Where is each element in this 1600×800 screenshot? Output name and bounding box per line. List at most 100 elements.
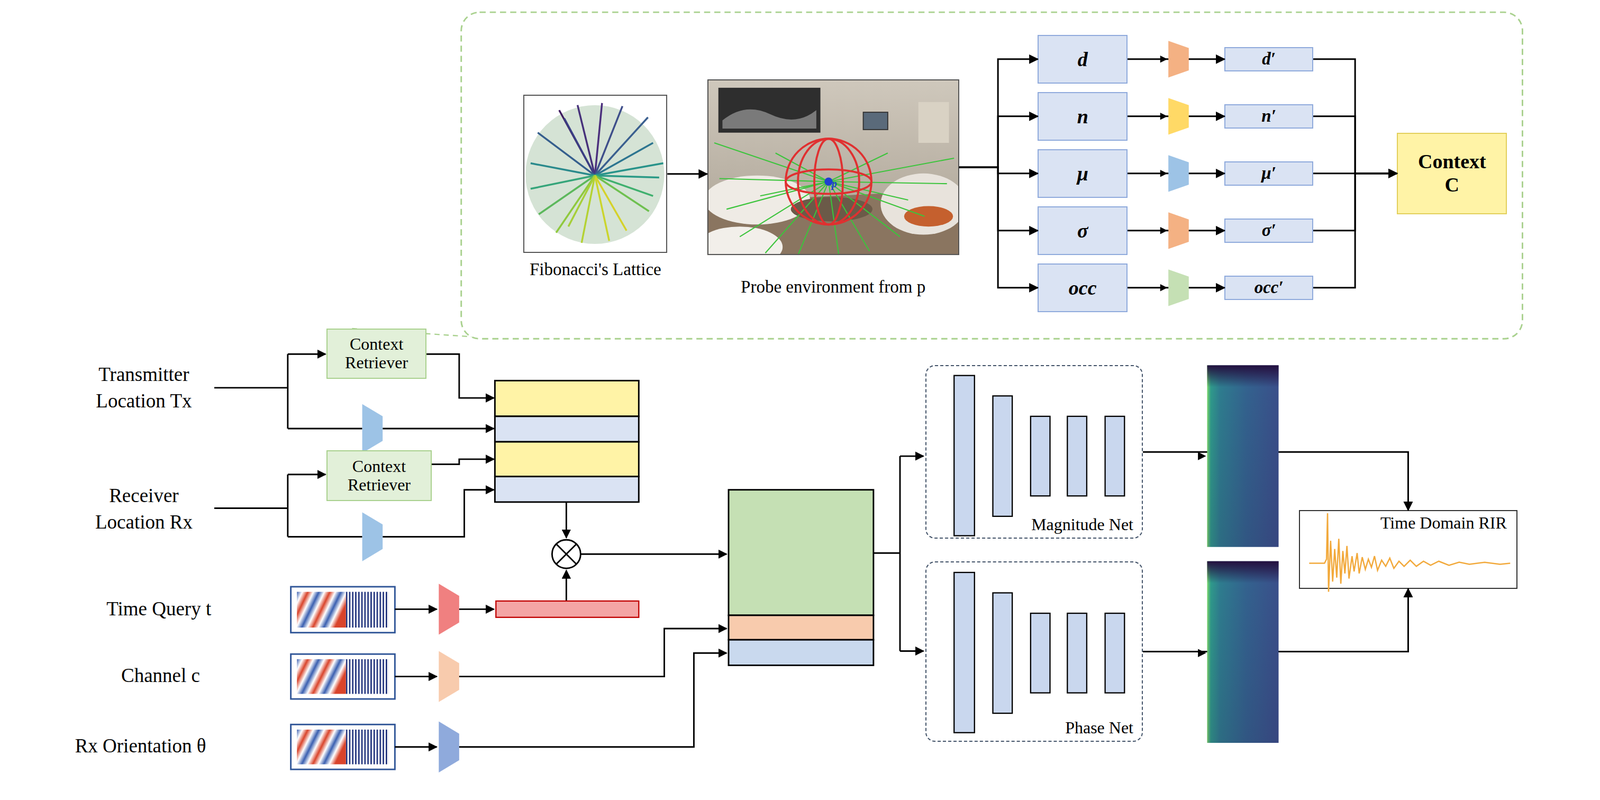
zoom-container bbox=[461, 12, 1523, 339]
fibonacci-lattice bbox=[594, 175, 660, 178]
encoded-feature-box: n′ bbox=[1224, 104, 1314, 129]
probe-room-image bbox=[918, 102, 950, 143]
connector-arrow bbox=[959, 167, 1039, 288]
retriever-box: Context Retriever bbox=[326, 450, 432, 502]
feature-stack bbox=[494, 416, 639, 442]
fourier-embedding bbox=[346, 729, 389, 765]
node-label: Context Retriever bbox=[331, 334, 422, 372]
probe-room-image bbox=[828, 181, 948, 184]
fibonacci-lattice bbox=[594, 163, 663, 176]
wire bbox=[394, 675, 437, 678]
connector-arrow bbox=[1313, 116, 1397, 174]
receiver-wiring bbox=[286, 474, 289, 538]
wire bbox=[394, 746, 437, 748]
arrowhead bbox=[1160, 169, 1168, 178]
connector-arrow bbox=[1142, 588, 1408, 652]
wire bbox=[565, 570, 568, 602]
encoder-trapezoid bbox=[1168, 155, 1189, 192]
node-label: Context Retriever bbox=[331, 457, 427, 495]
node-label: σ bbox=[1077, 219, 1088, 243]
node-label: Context C bbox=[1413, 150, 1491, 197]
network-layers bbox=[1067, 416, 1087, 496]
fibonacci-lattice bbox=[537, 132, 595, 176]
probe-room-image bbox=[863, 112, 888, 130]
product-symbol bbox=[556, 543, 577, 565]
time-feature-bar bbox=[495, 601, 639, 618]
node-label: Time Domain RIR bbox=[1380, 513, 1507, 533]
arrowhead bbox=[1160, 112, 1168, 121]
fourier-embedding bbox=[296, 659, 347, 695]
transmitter-wiring bbox=[214, 386, 288, 389]
connector-arrow bbox=[1127, 286, 1225, 289]
fibonacci-lattice bbox=[594, 175, 649, 212]
wire bbox=[394, 608, 437, 611]
fourier-embedding bbox=[296, 592, 347, 629]
arrowhead bbox=[1197, 451, 1206, 460]
probe-room-image bbox=[719, 178, 829, 183]
fourier-embedding bbox=[291, 653, 396, 699]
feature-box: occ bbox=[1037, 263, 1128, 313]
spectrogram bbox=[1207, 365, 1279, 743]
connector-arrow bbox=[1142, 451, 1408, 511]
branch-wiring bbox=[900, 650, 924, 652]
fused-feature-stack bbox=[728, 489, 874, 616]
fibonacci-lattice bbox=[594, 175, 609, 241]
input-label: Channel c bbox=[16, 662, 200, 689]
connector-arrow bbox=[667, 173, 707, 175]
fibonacci-lattice bbox=[594, 106, 623, 176]
fourier-embedding bbox=[296, 729, 347, 765]
feature-box: μ bbox=[1037, 149, 1128, 199]
spectrogram bbox=[1207, 365, 1279, 547]
feature-stack bbox=[494, 380, 639, 417]
feature-stack bbox=[494, 476, 639, 503]
connector-arrow bbox=[1313, 173, 1397, 231]
arrowhead bbox=[1160, 55, 1168, 63]
fourier-embedding bbox=[291, 586, 396, 633]
fourier-embedding bbox=[346, 659, 389, 695]
node-label: σ′ bbox=[1261, 221, 1277, 240]
fibonacci-lattice bbox=[525, 105, 665, 244]
node-label: Magnitude Net bbox=[1031, 514, 1134, 535]
probe-room-image bbox=[785, 138, 872, 225]
connector-arrow bbox=[1127, 229, 1225, 232]
caption: Fibonacci's Lattice bbox=[529, 258, 662, 280]
encoded-feature-box: μ′ bbox=[1224, 161, 1314, 186]
connector-arrow bbox=[1313, 173, 1397, 288]
receiver-wiring bbox=[431, 459, 495, 465]
network-layers bbox=[953, 572, 975, 733]
network-group: Phase Net bbox=[925, 561, 1143, 742]
spectrogram bbox=[1207, 561, 1279, 743]
input-label: Receiver Location Rx bbox=[80, 482, 208, 536]
fibonacci-lattice bbox=[581, 175, 595, 243]
feature-stack bbox=[494, 380, 639, 503]
product-symbol bbox=[556, 543, 577, 565]
transmitter-wiring bbox=[286, 353, 289, 429]
transmitter-wiring bbox=[382, 428, 494, 430]
network-group: Magnitude Net bbox=[925, 365, 1143, 539]
image-panel: Probe environment from p bbox=[707, 79, 960, 256]
fused-feature-stack bbox=[728, 489, 874, 666]
branch-wiring bbox=[873, 456, 924, 651]
fused-feature-stack bbox=[728, 639, 874, 666]
connector-arrow bbox=[959, 167, 1039, 231]
input-label: Rx Orientation θ bbox=[22, 732, 206, 760]
network-layers bbox=[1105, 416, 1125, 496]
receiver-wiring bbox=[287, 473, 326, 476]
context-box: Context C bbox=[1396, 132, 1507, 215]
feature-box: σ bbox=[1037, 206, 1128, 256]
fibonacci-lattice bbox=[525, 103, 665, 244]
output-box: Time Domain RIR bbox=[1298, 510, 1518, 589]
probe-room-image bbox=[775, 152, 829, 182]
branch-wiring bbox=[873, 552, 900, 554]
probe-room-image bbox=[718, 87, 821, 133]
arrowhead bbox=[1160, 55, 1207, 658]
fourier-embedding bbox=[346, 592, 389, 629]
encoder-trapezoid bbox=[438, 721, 460, 773]
product-symbol bbox=[551, 539, 581, 569]
fibonacci-lattice bbox=[559, 110, 596, 176]
transmitter-wiring bbox=[287, 353, 326, 356]
probe-room-image bbox=[904, 206, 954, 227]
encoded-feature-box: occ′ bbox=[1224, 275, 1314, 300]
node-label: d′ bbox=[1261, 50, 1276, 68]
